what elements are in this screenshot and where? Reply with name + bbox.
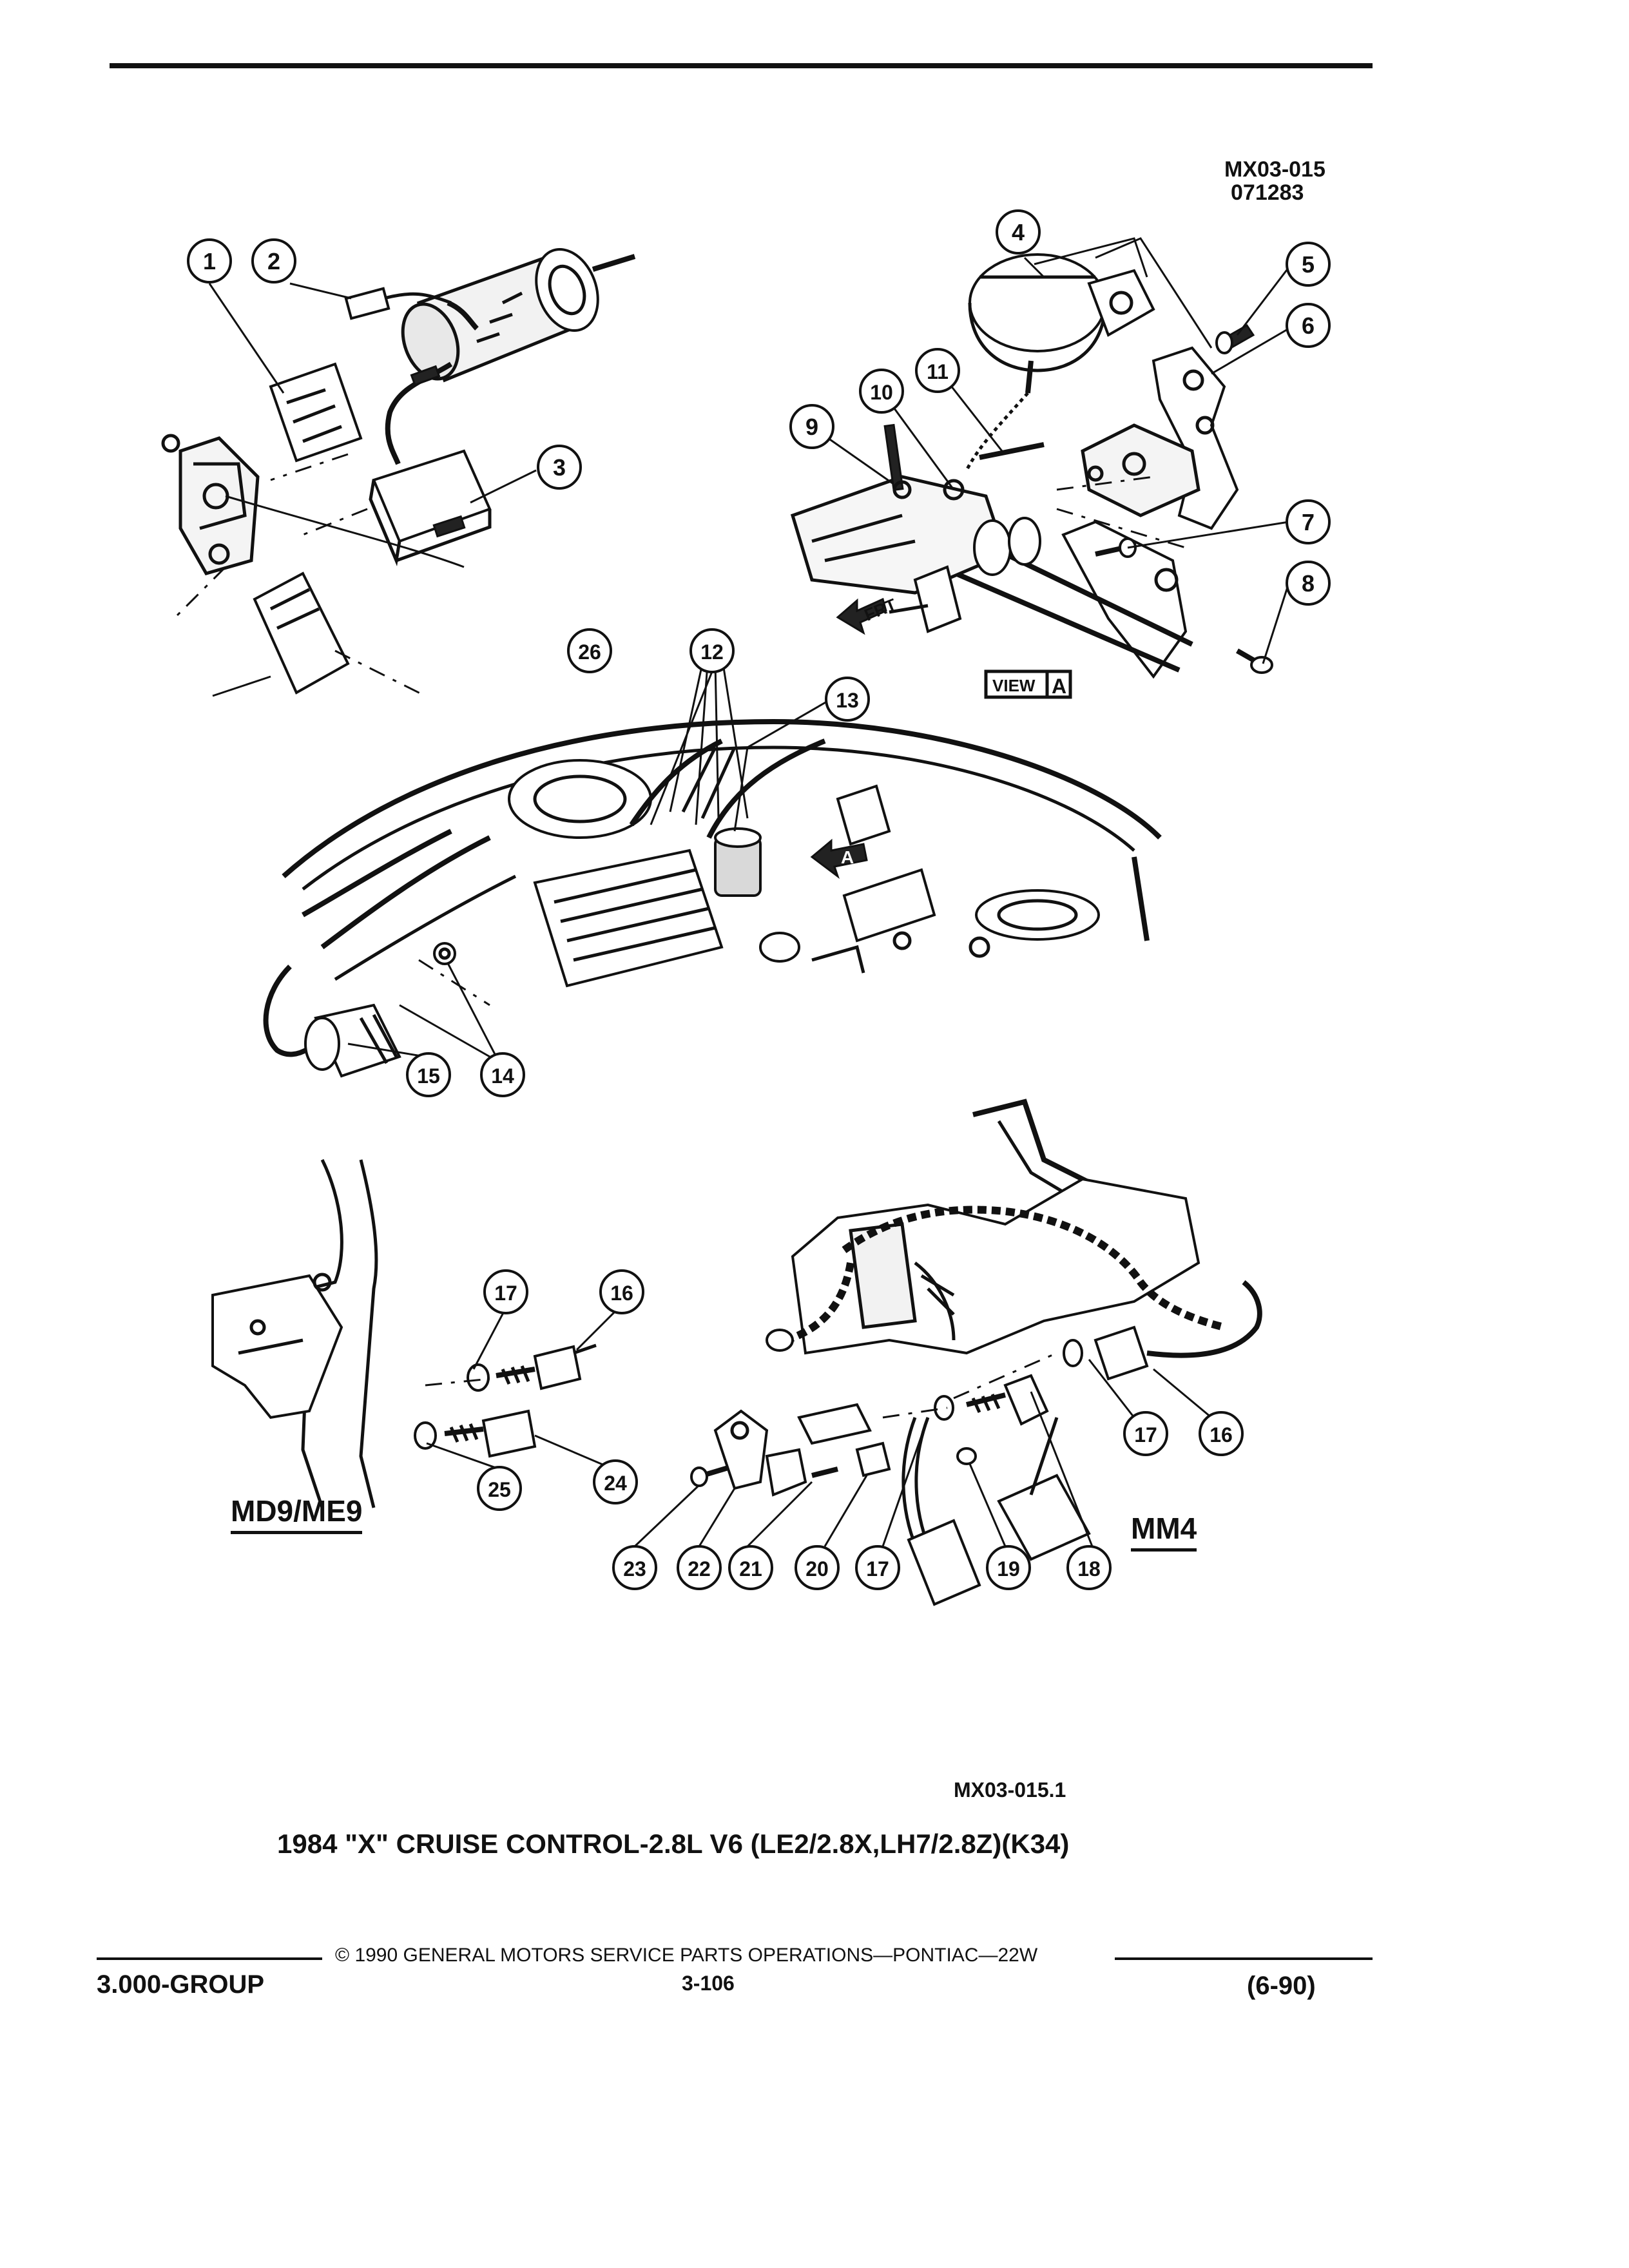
- svg-text:17: 17: [866, 1557, 889, 1581]
- svg-text:21: 21: [739, 1557, 762, 1581]
- callout-10: 10: [859, 369, 904, 414]
- svg-text:25: 25: [488, 1478, 511, 1501]
- view-label-letter: A: [1052, 675, 1066, 698]
- svg-text:15: 15: [417, 1064, 440, 1088]
- svg-text:7: 7: [1302, 509, 1315, 535]
- callout-2: 2: [251, 238, 296, 284]
- pigtail-connector: [344, 287, 479, 331]
- svg-text:22: 22: [688, 1557, 711, 1581]
- svg-text:23: 23: [623, 1557, 646, 1581]
- svg-text:2: 2: [267, 248, 280, 274]
- svg-text:16: 16: [610, 1282, 633, 1305]
- callout-17-bottom: 17: [855, 1545, 900, 1590]
- stoplamp-switch: [414, 1409, 537, 1458]
- callout-4: 4: [996, 209, 1041, 255]
- cruise-release-switch: [467, 1343, 597, 1392]
- page-number: 3-106: [682, 1972, 735, 1995]
- svg-text:17: 17: [1134, 1423, 1157, 1446]
- callout-16-right: 16: [1199, 1411, 1244, 1456]
- figure-id: MX03-015.1: [954, 1778, 1066, 1802]
- callout-13: 13: [825, 677, 870, 722]
- copyright-line: © 1990 GENERAL MOTORS SERVICE PARTS OPER…: [335, 1945, 1038, 1966]
- svg-text:8: 8: [1302, 570, 1315, 597]
- view-a-label: VIEW A: [984, 669, 1072, 699]
- servo-mounting-bracket: [1081, 346, 1239, 530]
- drawing-date: 071283: [1231, 180, 1304, 205]
- callout-15: 15: [406, 1052, 451, 1097]
- callout-8: 8: [1286, 561, 1331, 606]
- svg-text:14: 14: [491, 1064, 514, 1088]
- callout-14: 14: [480, 1052, 525, 1097]
- callout-22: 22: [677, 1545, 722, 1590]
- module-assembly-illustration: [161, 248, 636, 697]
- option-label-md9-me9: MD9/ME9: [231, 1494, 363, 1534]
- callout-20: 20: [795, 1545, 840, 1590]
- svg-text:24: 24: [604, 1472, 627, 1495]
- option-label-mm4: MM4: [1131, 1511, 1197, 1552]
- callout-5: 5: [1286, 242, 1331, 287]
- throttle-body: [790, 423, 1041, 633]
- view-a-servo-illustration: [790, 237, 1273, 679]
- svg-text:9: 9: [805, 414, 818, 440]
- svg-text:11: 11: [927, 360, 949, 383]
- callout-6: 6: [1286, 303, 1331, 348]
- svg-text:3: 3: [553, 454, 566, 481]
- figure-title: 1984 "X" CRUISE CONTROL-2.8L V6 (LE2/2.8…: [277, 1829, 1070, 1859]
- top-rule: [110, 63, 1373, 68]
- callout-26: 26: [567, 628, 612, 673]
- svg-text:6: 6: [1302, 312, 1315, 339]
- svg-text:19: 19: [997, 1557, 1020, 1581]
- svg-text:1: 1: [203, 248, 216, 274]
- vacuum-servo: [968, 253, 1155, 394]
- svg-text:17: 17: [494, 1282, 517, 1305]
- front-direction-arrow: [836, 597, 887, 635]
- callout-19: 19: [986, 1545, 1031, 1590]
- group-label: 3.000-GROUP: [97, 1970, 265, 1999]
- callout-24: 24: [593, 1459, 638, 1504]
- controller-module: [369, 449, 492, 566]
- callout-3: 3: [537, 445, 582, 490]
- svg-text:5: 5: [1302, 251, 1315, 278]
- view-label-prefix: VIEW: [992, 676, 1036, 695]
- callout-12: 12: [689, 628, 735, 673]
- svg-text:10: 10: [870, 381, 893, 404]
- callout-21: 21: [728, 1545, 773, 1590]
- callout-markers: 1 2 3 4 5 6 7 8 9 10 11 12 13 14 15 26 1…: [187, 209, 1331, 1590]
- md9-me9-brake-switch-illustration: [211, 1158, 597, 1508]
- svg-text:13: 13: [836, 689, 859, 712]
- svg-text:18: 18: [1077, 1557, 1101, 1581]
- callout-7: 7: [1286, 499, 1331, 544]
- view-a-arrow-label: A: [841, 847, 854, 867]
- callout-17-right: 17: [1123, 1411, 1168, 1456]
- callout-17-left: 17: [483, 1269, 528, 1314]
- callout-16-left: 16: [599, 1269, 644, 1314]
- bracket-bolt: [1236, 648, 1273, 674]
- callout-23: 23: [612, 1545, 657, 1590]
- callout-25: 25: [477, 1466, 522, 1511]
- servo-bolt: [1215, 324, 1255, 354]
- svg-text:4: 4: [1012, 219, 1025, 245]
- svg-text:20: 20: [805, 1557, 829, 1581]
- footer-rule-left: [97, 1957, 322, 1960]
- svg-text:26: 26: [578, 640, 601, 664]
- engine-compartment-illustration: A: [263, 718, 1162, 1078]
- callout-18: 18: [1066, 1545, 1112, 1590]
- callout-9: 9: [789, 404, 834, 449]
- mm4-pedal-switch-illustration: [690, 1099, 1262, 1606]
- transducer-cylinder: [385, 248, 636, 465]
- callout-11: 11: [915, 348, 960, 393]
- leader-lines: [208, 237, 1290, 1548]
- front-arrow-label: FRT: [862, 595, 899, 625]
- svg-text:16: 16: [1210, 1423, 1233, 1446]
- footer-rule-right: [1115, 1957, 1373, 1960]
- module-bracket: [269, 362, 363, 463]
- svg-text:12: 12: [700, 640, 724, 664]
- revision-date: (6-90): [1247, 1972, 1316, 2000]
- drawing-id: MX03-015: [1224, 157, 1325, 182]
- callout-1: 1: [187, 238, 232, 284]
- pedal-support: [161, 434, 350, 695]
